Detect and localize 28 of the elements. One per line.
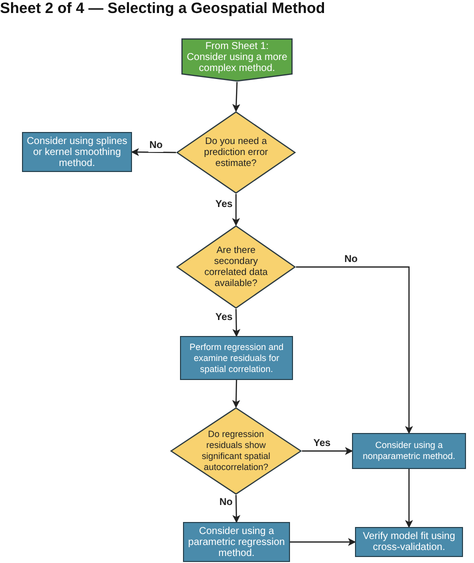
node-text: Consider using splines or kernel smoothing method.: [26, 136, 128, 168]
node-text: Do regression residuals show significant spatial autocorrelation?: [200, 429, 272, 473]
decision-diamond: [176, 225, 296, 309]
arrow: [405, 469, 413, 528]
arrow: [232, 194, 240, 226]
node-text: Verify model fit using cross-validation.: [362, 531, 456, 553]
edge-label: No: [148, 140, 164, 152]
node-text: Consider using a nonparametric method.: [362, 440, 456, 462]
offpage-connector: [181, 38, 293, 82]
arrow: [296, 266, 413, 434]
node-text: From Sheet 1: Consider using a more complex method.: [186, 40, 288, 76]
process-box: [180, 336, 293, 380]
arrow: [232, 494, 240, 523]
decision-diamond: [170, 407, 302, 495]
arrow: [290, 538, 356, 546]
decision-diamond: [176, 111, 296, 194]
node-text: Do you need a prediction error estimate?: [203, 136, 269, 169]
arrow: [302, 447, 353, 455]
arrow: [131, 148, 176, 156]
arrow: [232, 380, 240, 408]
node-text: Perform regression and examine residuals for spatial correlation.: [188, 342, 285, 374]
node-text: Are there secondary correlated data available?: [203, 245, 269, 289]
diagram-title: Sheet 2 of 4 — Selecting a Geospatial Method: [0, 0, 326, 18]
process-box: [352, 433, 466, 469]
process-box: [355, 527, 463, 557]
arrow: [232, 308, 240, 337]
node-text: Consider using a parametric regression method.: [187, 526, 286, 558]
arrow: [232, 82, 240, 112]
